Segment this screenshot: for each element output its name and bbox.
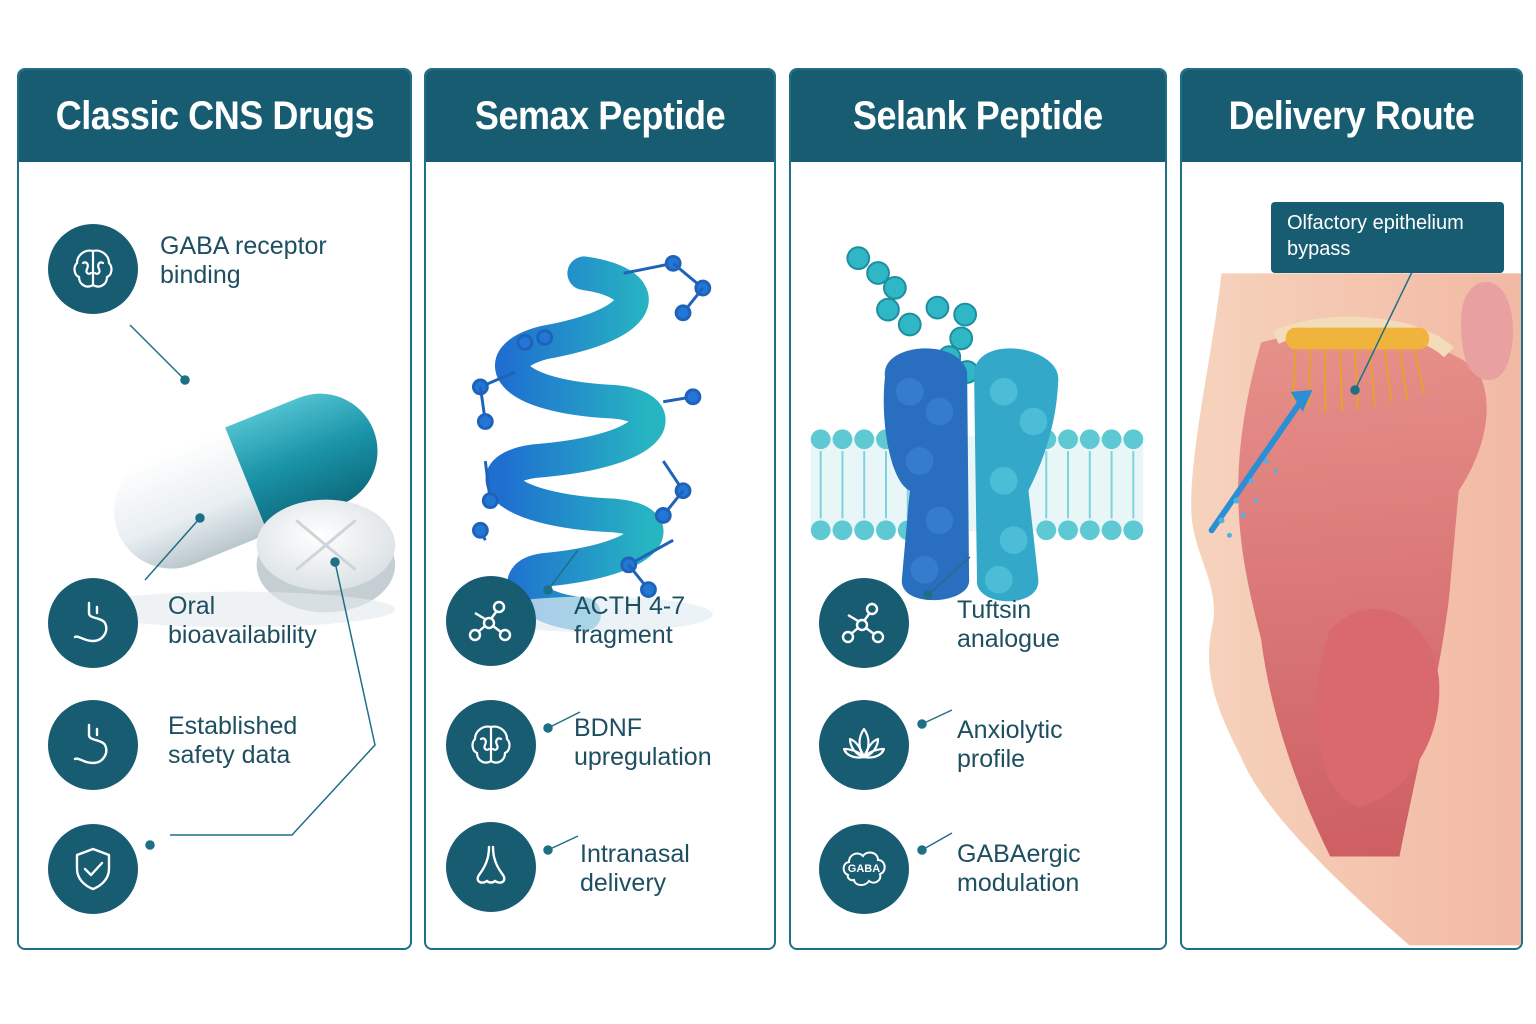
column-header: Delivery Route [1182, 70, 1521, 162]
brain-icon [446, 700, 536, 790]
column-delivery-route: Delivery Route [1180, 68, 1523, 950]
feature-gabaergic-modulation: GABA [819, 824, 909, 914]
column-semax-peptide: Semax Peptide [424, 68, 776, 950]
molecule-icon [446, 576, 536, 666]
nasal-anatomy-illustration [1182, 162, 1521, 948]
molecule-icon [819, 578, 909, 668]
gaba-icon-text: GABA [848, 863, 880, 875]
feature-acth-fragment [446, 576, 536, 666]
shield-check-icon [48, 824, 138, 914]
stomach-icon [48, 578, 138, 668]
lotus-icon [819, 700, 909, 790]
column-title: Delivery Route [1228, 93, 1475, 138]
feature-bdnf-upregulation [446, 700, 536, 790]
feature-established-safety-data [48, 700, 138, 790]
column-header: Selank Peptide [791, 70, 1165, 162]
column-header: Semax Peptide [426, 70, 774, 162]
column-title: Semax Peptide [474, 93, 726, 138]
membrane-receptor-illustration [791, 162, 1165, 948]
feature-anxiolytic-profile [819, 700, 909, 790]
feature-gaba-receptor-binding [48, 224, 138, 314]
column-header: Classic CNS Drugs [19, 70, 410, 162]
feature-tuftsin-analogue [819, 578, 909, 668]
column-classic-cns-drugs: Classic CNS Drugs [17, 68, 412, 950]
brain-icon [48, 224, 138, 314]
column-title: Selank Peptide [853, 93, 1103, 138]
column-title: Classic CNS Drugs [55, 93, 374, 138]
column-selank-peptide: Selank Peptide [789, 68, 1167, 950]
nose-icon [446, 822, 536, 912]
feature-oral-bioavailability [48, 578, 138, 668]
feature-safety-shield [48, 824, 138, 914]
stomach-icon [48, 700, 138, 790]
gaba-cloud-icon: GABA [819, 824, 909, 914]
feature-intranasal-delivery [446, 822, 536, 912]
